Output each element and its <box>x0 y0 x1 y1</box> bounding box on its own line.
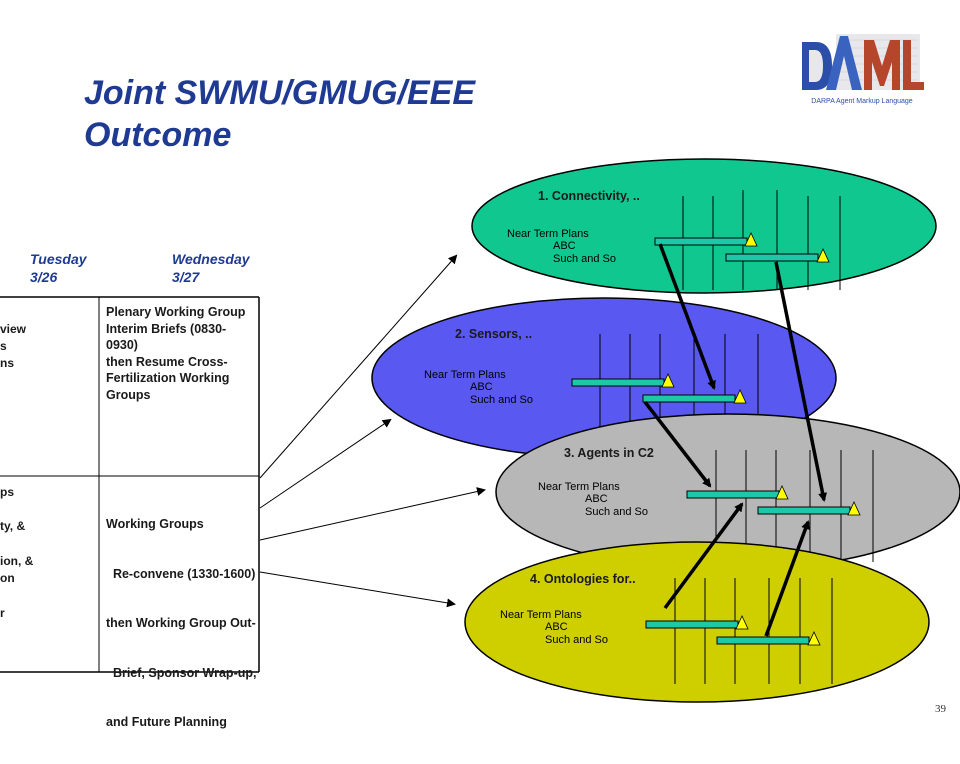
milestone-icon <box>775 485 789 500</box>
gantt-bar <box>757 506 851 515</box>
cell-line: Brief, Sponsor Wrap-up, <box>106 665 257 680</box>
tuesday-bottom-fragment: ps <box>0 485 15 499</box>
dependency-arrow <box>643 400 712 488</box>
title-line-1: Joint SWMU/GMUG/EEE <box>84 74 475 112</box>
tuesday-bottom-fragment: r <box>0 606 5 620</box>
plan-label: ABC <box>585 493 608 505</box>
ellipse-shape <box>495 413 960 571</box>
daml-logo-graphic: DARPA Agent Markup Language <box>800 34 924 106</box>
dependency-arrow <box>663 502 744 610</box>
plan-label: ABC <box>470 381 493 393</box>
milestone-icon <box>816 248 830 263</box>
ellipse-ontologies: 4. Ontologies for.. Near Term Plans ABC … <box>464 541 930 703</box>
gantt-bar <box>571 378 665 387</box>
cell-line: and Future Planning <box>106 715 227 729</box>
dependency-arrow <box>764 520 810 637</box>
connector-arrow <box>259 571 456 608</box>
schedule-table: view s ns ps ty, & ion, & on r Plenary W… <box>0 296 260 729</box>
plan-label: Near Term Plans <box>507 228 589 240</box>
plan-label: Near Term Plans <box>500 609 582 621</box>
ellipse-sensors: 2. Sensors, .. Near Term Plans ABC Such … <box>371 297 837 459</box>
plan-label: Such and So <box>545 634 608 646</box>
slide-title: Joint SWMU/GMUG/EEE Outcome <box>84 72 544 156</box>
cell-line: Plenary Working Group <box>106 305 246 319</box>
plan-label: ABC <box>545 621 568 633</box>
ellipse-title: 3. Agents in C2 <box>564 446 654 460</box>
day-name: Wednesday <box>172 251 250 267</box>
gantt-bar <box>686 490 780 499</box>
day-date: 3/27 <box>172 269 200 285</box>
cell-line: then Resume Cross- <box>106 354 228 369</box>
plan-label: Near Term Plans <box>424 369 506 381</box>
cell-line: then Working Group Out- <box>106 616 256 630</box>
cell-line: Working Groups <box>106 517 204 531</box>
wednesday-afternoon-cell: Working Groups Re-convene (1330-1600) th… <box>106 483 258 764</box>
day-name: Tuesday <box>30 251 87 267</box>
tuesday-top-fragment: ns <box>0 356 15 370</box>
cell-line: Groups <box>106 387 151 402</box>
milestone-icon <box>744 232 758 247</box>
page-number: 39 <box>935 703 946 715</box>
ellipse-shape <box>371 297 837 459</box>
gantt-bar <box>645 620 739 629</box>
wednesday-morning-cell: Plenary Working Group Interim Briefs (08… <box>106 304 256 403</box>
daml-logo: DARPA Agent Markup Language <box>798 30 928 110</box>
tuesday-bottom-fragment: on <box>0 571 15 585</box>
table-borders <box>0 296 260 673</box>
plan-label: Such and So <box>585 506 648 518</box>
connector-arrow <box>259 418 392 509</box>
title-line-2: Outcome <box>84 116 232 154</box>
cell-line: Fertilization Working <box>106 371 230 385</box>
milestone-icon <box>735 615 749 630</box>
ellipse-title: 4. Ontologies for.. <box>530 572 636 586</box>
dependency-arrow <box>774 261 828 502</box>
plan-label: Near Term Plans <box>538 481 620 493</box>
milestone-icon <box>661 373 675 388</box>
day-date: 3/26 <box>30 269 58 285</box>
tuesday-top-fragment: s <box>0 339 7 353</box>
gantt-bar <box>716 636 810 645</box>
ellipse-title: 1. Connectivity, .. <box>538 189 640 203</box>
logo-subtitle: DARPA Agent Markup Language <box>811 98 913 105</box>
day-header-wednesday: Wednesday 3/27 <box>172 250 250 286</box>
milestone-icon <box>807 631 821 646</box>
plan-label: Such and So <box>553 253 616 265</box>
ellipse-shape <box>464 541 930 703</box>
ellipse-connectivity: 1. Connectivity, .. Near Term Plans ABC … <box>471 158 937 294</box>
tuesday-bottom-fragment: ty, & <box>0 519 26 533</box>
plan-label: Such and So <box>470 394 533 406</box>
cell-line: Re-convene (1330-1600) <box>106 566 256 581</box>
plan-label: ABC <box>553 240 576 252</box>
cell-line: Interim Briefs (0830-0930) <box>106 321 227 353</box>
gantt-bar <box>725 253 819 262</box>
day-header-tuesday: Tuesday 3/26 <box>30 250 87 286</box>
tuesday-bottom-fragment: ion, & <box>0 554 34 568</box>
gantt-bar <box>642 394 736 403</box>
ellipse-title: 2. Sensors, .. <box>455 327 532 341</box>
connector-arrow <box>259 254 458 479</box>
milestone-icon <box>733 389 747 404</box>
connector-arrow <box>259 487 486 541</box>
tuesday-top-fragment: view <box>0 322 27 336</box>
milestone-icon <box>847 501 861 516</box>
ellipse-agents: 3. Agents in C2 Near Term Plans ABC Such… <box>495 413 960 571</box>
ellipse-shape <box>471 158 937 294</box>
gantt-bar <box>654 237 748 246</box>
dependency-arrow <box>658 243 716 390</box>
